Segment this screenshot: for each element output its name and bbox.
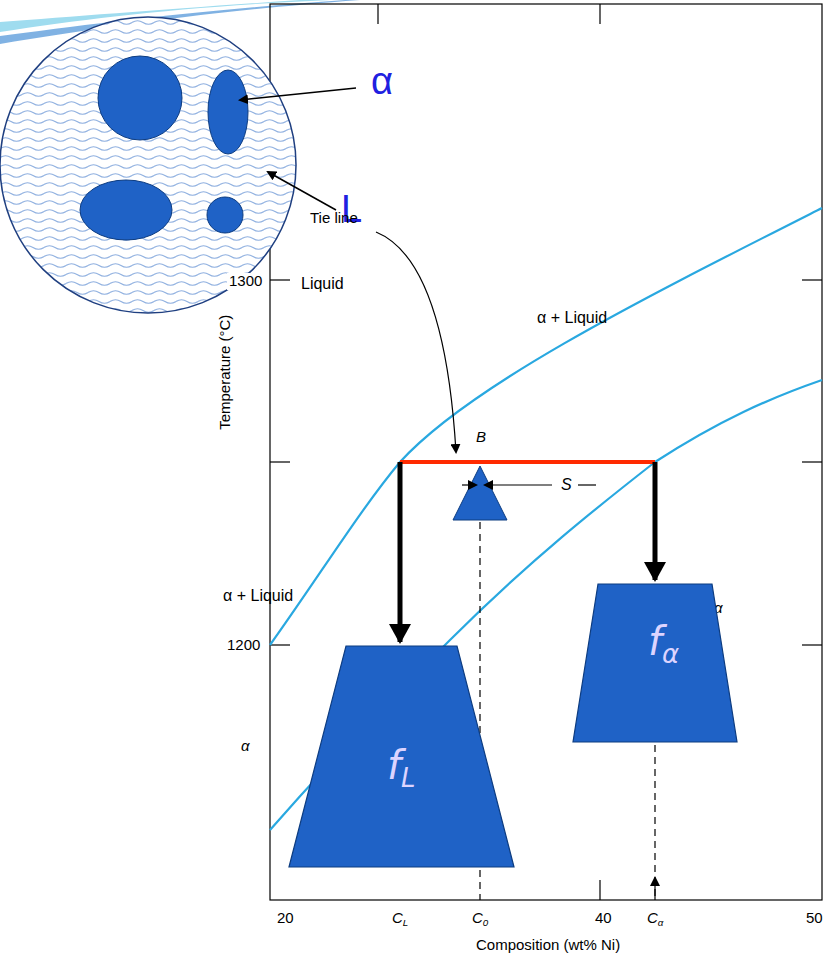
- composition-label: Cα: [647, 910, 663, 927]
- lever-weight: fα: [572, 583, 738, 743]
- axis-tick-label: 50: [806, 910, 823, 927]
- axis-title: Temperature (°C): [217, 315, 234, 430]
- composition-label: CL: [392, 910, 408, 927]
- region-label: α + Liquid: [537, 309, 607, 327]
- fraction-label: fL: [387, 743, 416, 787]
- composition-label: C0: [472, 910, 488, 927]
- point-label: B: [476, 429, 486, 446]
- s-line: [578, 484, 596, 485]
- tie-line: [400, 460, 655, 464]
- axis-tick-label: 1200: [227, 637, 260, 654]
- dimension-label: S: [561, 476, 572, 494]
- alpha-grains: [80, 56, 248, 240]
- trapezoid-shape: [288, 645, 515, 868]
- ticks: [270, 4, 822, 900]
- trapezoid-shape: [572, 583, 738, 743]
- weight-arrow: [653, 462, 658, 580]
- plot-frame: [270, 4, 822, 900]
- s-arrow: [485, 484, 552, 485]
- liquidus-line: [270, 208, 822, 645]
- callout-label: Tie line: [310, 210, 358, 227]
- fraction-label: fα: [648, 619, 679, 663]
- c-alpha-arrow: [654, 878, 655, 900]
- leader-line: [240, 88, 356, 100]
- weight-arrow: [398, 462, 403, 642]
- c-alpha-line: [654, 745, 655, 900]
- axis-title: Composition (wt% Ni): [476, 937, 620, 954]
- s-arrow: [462, 484, 476, 485]
- microstructure-inset: [0, 17, 296, 313]
- axis-tick-label: 20: [277, 910, 294, 927]
- region-label: Liquid: [301, 275, 344, 293]
- leader-line: [376, 232, 456, 452]
- axis-tick-label: 40: [595, 910, 612, 927]
- leader-line: [268, 172, 336, 210]
- phase-label: α: [371, 61, 393, 103]
- fulcrum-triangle: [453, 466, 507, 520]
- lever-weight: fL: [288, 645, 515, 868]
- region-label: α + Liquid: [223, 587, 293, 605]
- region-label: α: [241, 738, 250, 755]
- axis-tick-label: 1300: [227, 273, 264, 290]
